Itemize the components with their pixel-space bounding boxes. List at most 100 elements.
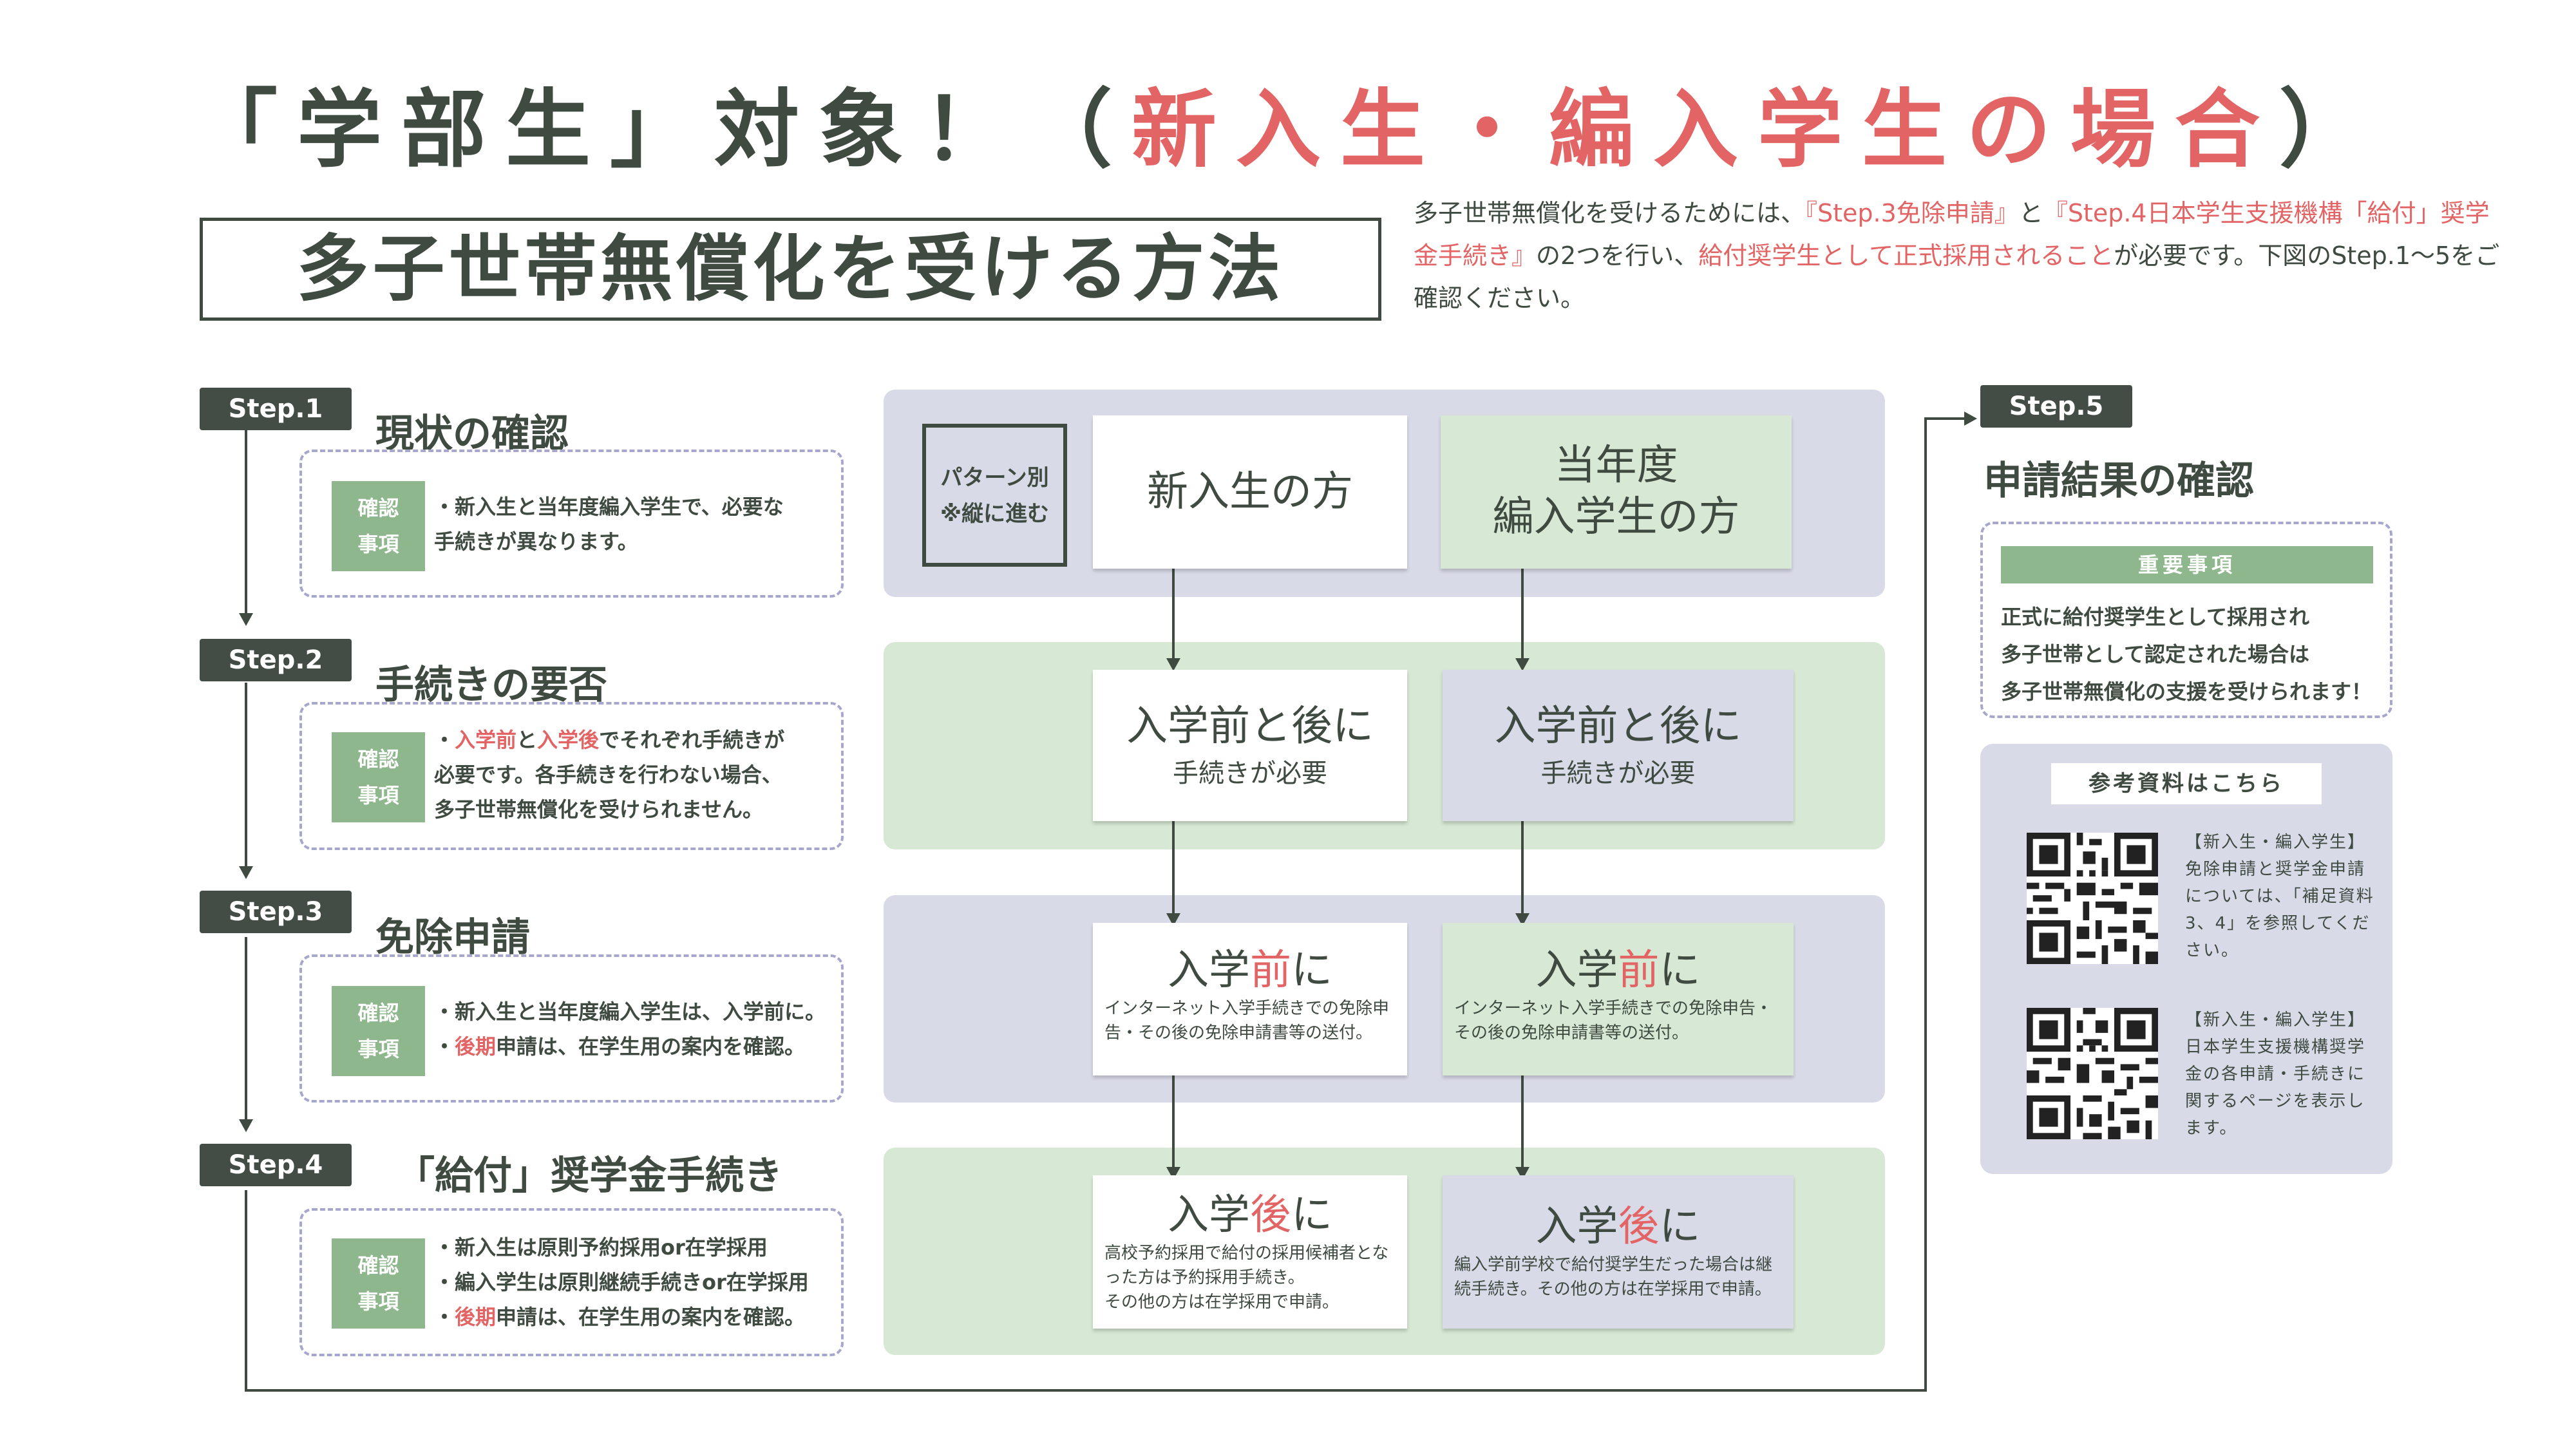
step3-text: ・新入生と当年度編入学生は、入学前に。 ・後期申請は、在学生用の案内を確認。	[434, 994, 840, 1064]
card-title-part: 入学	[1168, 1191, 1250, 1239]
arrow-down-icon	[239, 613, 253, 626]
badge-line1: 確認	[357, 1253, 399, 1278]
arrow-right-icon	[1964, 412, 1977, 426]
connector-line	[245, 1190, 247, 1392]
flow-line	[1172, 1074, 1175, 1170]
text-line: 多子世帯無償化を受けられません。	[434, 797, 764, 822]
step2-confirm-box: 確認事項 ・入学前と入学後でそれぞれ手続きが 必要です。各手続きを行わない場合、…	[299, 702, 844, 850]
text-part: 申請は、在学生用の案内を確認。	[496, 1034, 806, 1059]
reference-heading: 参考資料はこちら	[2051, 763, 2322, 804]
connector-line	[245, 683, 247, 869]
flow-line	[1521, 1074, 1524, 1170]
intro-t4: 『Step.4日本学生支援機構「給付」奨学金手続き』	[1414, 199, 2490, 270]
confirm-badge: 確認事項	[332, 1238, 425, 1329]
text-highlight: 後期	[455, 1305, 497, 1329]
flow-line	[1172, 821, 1175, 916]
confirm-badge: 確認事項	[332, 986, 425, 1076]
main-heading: 多子世帯無償化を受ける方法	[200, 218, 1381, 321]
connector-line	[245, 1389, 1927, 1392]
card-title-line2: 編入学生の方	[1492, 493, 1740, 541]
flow-line	[1172, 568, 1175, 661]
step2-heading: 手続きの要否	[375, 663, 607, 708]
intro-t1: 多子世帯無償化を受けるためには、	[1414, 199, 1806, 227]
step1-heading: 現状の確認	[375, 412, 569, 457]
card-description: 高校予約採用で給付の採用候補者とな った方は予約採用手続き。 その他の方は在学採…	[1104, 1244, 1389, 1312]
card-title-highlight: 前	[1250, 947, 1291, 994]
card-title-highlight: 後	[1618, 1203, 1660, 1251]
page-title: 「学部生」対象！（新入生・編入学生の場合）	[0, 61, 2576, 184]
badge-line2: 事項	[357, 1037, 399, 1061]
after-card-transfer: 入学後に 編入学前学校で給付奨学生だった場合は継 続手続き。その他の方は在学採用…	[1443, 1175, 1794, 1329]
text-line: ・編入学生は原則継続手続きor在学採用	[434, 1270, 809, 1294]
arrow-down-icon	[1166, 658, 1180, 671]
intro-t3: と	[2018, 199, 2043, 227]
step1-text: ・新入生と当年度編入学生で、必要な 手続きが異なります。	[434, 495, 784, 554]
reference-box: 参考資料はこちら 【新入生・編入学生】 免除申請と奨学金申請 については、「補足…	[1980, 744, 2392, 1174]
text-line: ・新入生と当年度編入学生は、入学前に。	[434, 999, 826, 1024]
text-highlight: 後期	[455, 1034, 497, 1059]
card-title-part: に	[1659, 947, 1701, 994]
after-card-new: 入学後に 高校予約採用で給付の採用候補者とな った方は予約採用手続き。 その他の…	[1093, 1175, 1407, 1329]
intro-t5: の2つを行い、	[1536, 242, 1699, 270]
flow-line	[1521, 821, 1524, 916]
connector-line	[1924, 417, 1966, 420]
card-description: インターネット入学手続きでの免除申告・ その後の免除申請書等の送付。	[1454, 999, 1773, 1043]
confirm-badge: 確認事項	[332, 481, 425, 571]
text-part: ・	[434, 1034, 455, 1059]
important-text: 正式に給付奨学生として採用され 多子世帯として認定された場合は 多子世帯無償化の…	[2001, 605, 2372, 704]
important-box: 重要事項 正式に給付奨学生として採用され 多子世帯として認定された場合は 多子世…	[1980, 522, 2392, 718]
intro-t7: が必要です。下図のStep.1～5をご確認ください。	[1414, 242, 2500, 312]
transfer-student-card: 当年度 編入学生の方	[1441, 415, 1792, 569]
badge-line1: 確認	[357, 496, 399, 520]
card-title: 新入生の方	[1147, 468, 1353, 516]
pattern-line2: ※縦に進む	[940, 501, 1050, 527]
intro-t6: 給付奨学生として正式採用されること	[1698, 242, 2114, 270]
badge-line1: 確認	[357, 747, 399, 772]
card-subtitle: 手続きが必要	[1540, 759, 1696, 788]
card-title-part: 入学	[1535, 1203, 1618, 1251]
qr-code-icon[interactable]	[2027, 833, 2158, 964]
qr-code-icon[interactable]	[2027, 1008, 2158, 1139]
card-title-part: 入学	[1535, 947, 1618, 994]
before-after-card-transfer: 入学前と後に 手続きが必要	[1443, 670, 1794, 821]
text-line: ・新入生は原則予約採用or在学採用	[434, 1235, 768, 1260]
reference-text-1: 【新入生・編入学生】 免除申請と奨学金申請 については、「補足資料 3、4」を参…	[2185, 833, 2374, 960]
title-part2: 新入生・編入学生の場合	[1132, 80, 2279, 180]
important-banner: 重要事項	[2001, 546, 2373, 583]
connector-line	[245, 430, 247, 617]
card-title-part: に	[1291, 1191, 1332, 1239]
arrow-down-icon	[1515, 658, 1530, 671]
badge-line2: 事項	[357, 532, 399, 556]
step1-tag: Step.1	[200, 388, 352, 430]
text-line: 必要です。各手続きを行わない場合、	[434, 762, 782, 787]
card-subtitle: 手続きが必要	[1173, 759, 1327, 788]
step3-confirm-box: 確認事項 ・新入生と当年度編入学生は、入学前に。 ・後期申請は、在学生用の案内を…	[299, 954, 844, 1103]
text-highlight: 入学後	[537, 728, 600, 752]
card-title: 入学前と後に	[1494, 703, 1742, 750]
arrow-down-icon	[239, 1119, 253, 1132]
card-title: 入学前と後に	[1126, 703, 1374, 750]
card-description: インターネット入学手続きでの免除申 告・その後の免除申請書等の送付。	[1104, 999, 1390, 1043]
flow-line	[1521, 568, 1524, 661]
title-part3: ）	[2279, 80, 2383, 180]
before-card-new: 入学前に インターネット入学手続きでの免除申 告・その後の免除申請書等の送付。	[1093, 923, 1407, 1075]
intro-t2: 『Step.3免除申請』	[1805, 199, 2019, 227]
text-highlight: 入学前	[455, 728, 517, 752]
step3-heading: 免除申請	[375, 915, 530, 960]
badge-line2: 事項	[357, 1289, 399, 1314]
step3-tag: Step.3	[200, 891, 352, 933]
pattern-line1: パターン別	[940, 465, 1049, 491]
reference-text-2: 【新入生・編入学生】 日本学生支援機構奨学 金の各申請・手続きに 関するページを…	[2185, 1010, 2366, 1138]
badge-line1: 確認	[357, 1001, 399, 1025]
connector-line	[245, 937, 247, 1124]
step4-confirm-box: 確認事項 ・新入生は原則予約採用or在学採用 ・編入学生は原則継続手続きor在学…	[299, 1208, 844, 1356]
before-after-card-new: 入学前と後に 手続きが必要	[1093, 670, 1407, 821]
card-description: 編入学前学校で給付奨学生だった場合は継 続手続き。その他の方は在学採用で申請。	[1454, 1255, 1773, 1299]
card-title-highlight: 後	[1250, 1191, 1291, 1239]
pattern-label: パターン別 ※縦に進む	[922, 424, 1067, 567]
text-part: と	[516, 728, 538, 752]
step4-tag: Step.4	[200, 1144, 352, 1186]
step5-tag: Step.5	[1980, 385, 2132, 428]
step2-tag: Step.2	[200, 639, 352, 681]
step1-confirm-box: 確認事項 ・新入生と当年度編入学生で、必要な 手続きが異なります。	[299, 450, 844, 598]
